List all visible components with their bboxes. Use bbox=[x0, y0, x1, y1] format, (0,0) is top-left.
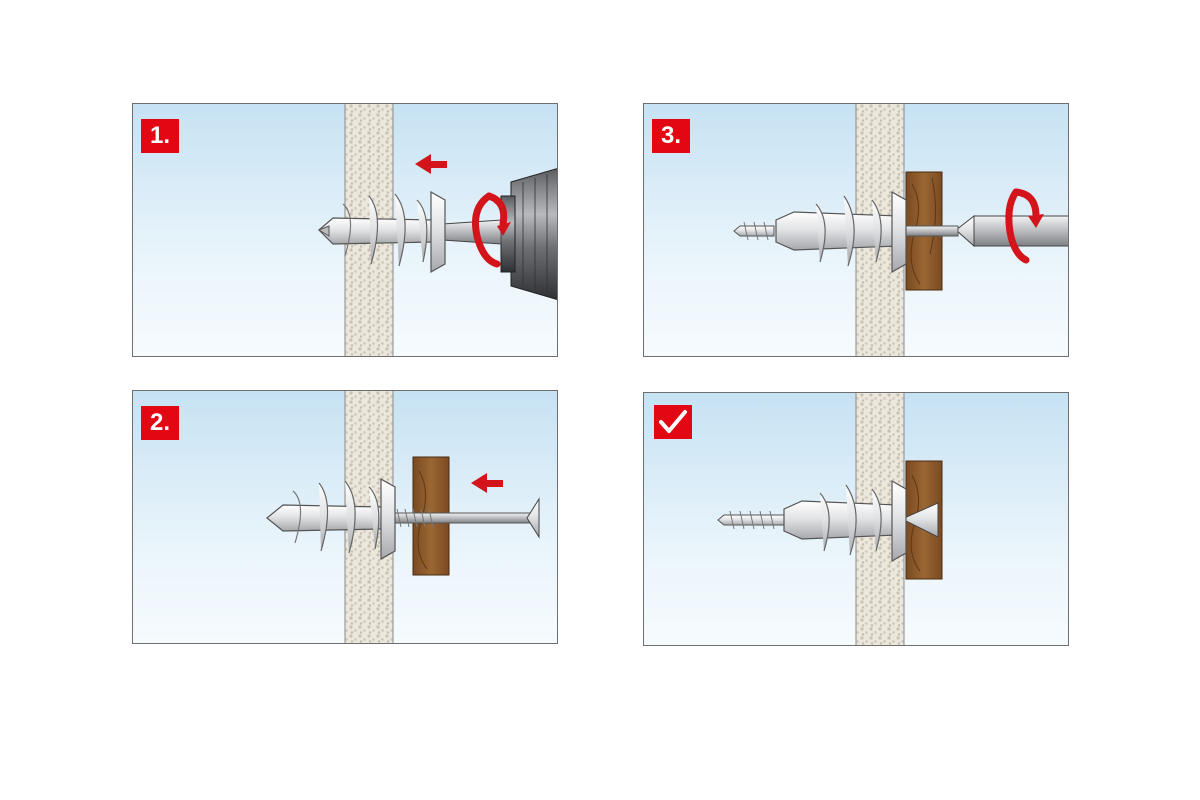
drywall-anchor bbox=[717, 479, 907, 563]
rotation-arrow-icon bbox=[1005, 188, 1044, 264]
completed-scene bbox=[717, 393, 943, 645]
step-1-panel: 1. bbox=[132, 103, 558, 357]
drywall-anchor bbox=[733, 190, 907, 274]
direction-arrow-icon bbox=[471, 473, 503, 493]
step-badge: 2. bbox=[141, 406, 179, 440]
checkmark-icon bbox=[654, 405, 692, 439]
step-3-scene bbox=[733, 104, 1068, 356]
screw-head bbox=[900, 502, 939, 538]
drill-chuck bbox=[500, 168, 557, 300]
step-2-scene bbox=[266, 391, 540, 643]
screwdriver bbox=[955, 214, 1068, 248]
step-1-scene bbox=[317, 104, 557, 356]
drywall-anchor bbox=[266, 477, 396, 561]
step-badge: 3. bbox=[652, 119, 690, 153]
completed-panel bbox=[643, 392, 1069, 646]
rotation-arrow-icon bbox=[472, 192, 511, 268]
direction-arrow-icon bbox=[415, 154, 447, 174]
step-badge: 1. bbox=[141, 119, 179, 153]
step-2-panel: 2. bbox=[132, 390, 558, 644]
drywall-anchor bbox=[317, 190, 446, 274]
step-3-panel: 3. bbox=[643, 103, 1069, 357]
